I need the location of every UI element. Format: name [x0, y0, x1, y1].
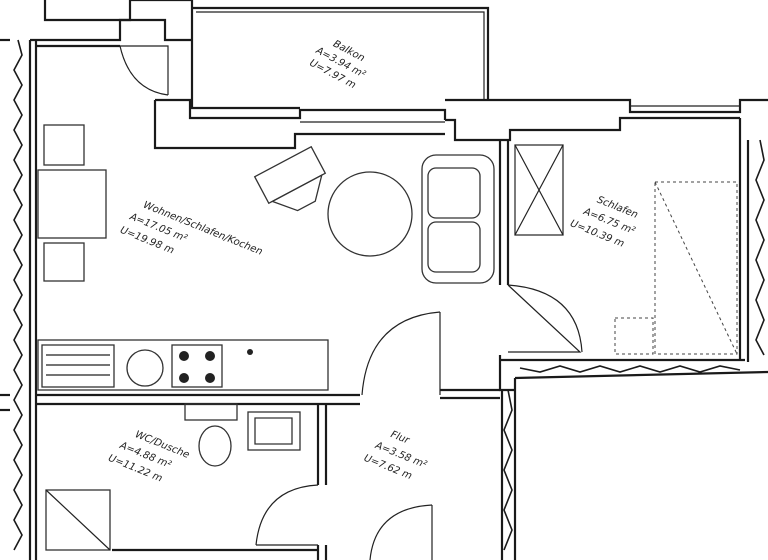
doors [119, 45, 583, 560]
room-label-balkon: Balkon A=3.94 m² U=7.97 m [307, 39, 367, 92]
flur-name: Flur [389, 429, 412, 447]
room-label-schlafen: Schlafen A=6.75 m² U=10.39 m [568, 195, 639, 250]
insulation-lines [13, 39, 765, 551]
furniture [37, 124, 738, 551]
room-label-wohnen: Wohnen/Schlafen/Kochen A=17.05 m² U=19.9… [118, 200, 264, 258]
room-label-wc: WC/Dusche A=4.88 m² U=11.22 m [107, 429, 191, 484]
room-label-flur: Flur A=3.58 m² U=7.62 m [362, 429, 428, 482]
